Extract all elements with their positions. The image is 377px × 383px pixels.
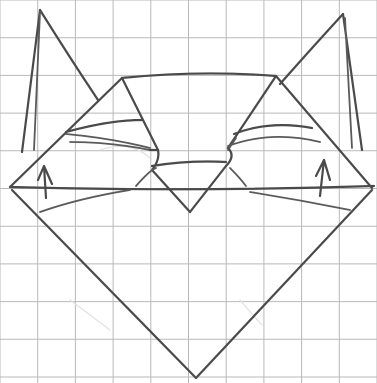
arrow-up-icon bbox=[316, 160, 330, 196]
snout bbox=[136, 148, 246, 212]
cheek-folds bbox=[40, 190, 350, 212]
chin bbox=[12, 190, 372, 378]
arrow-up-icon bbox=[38, 166, 52, 198]
left-ear bbox=[22, 10, 98, 152]
eraser-smudges bbox=[70, 146, 262, 330]
